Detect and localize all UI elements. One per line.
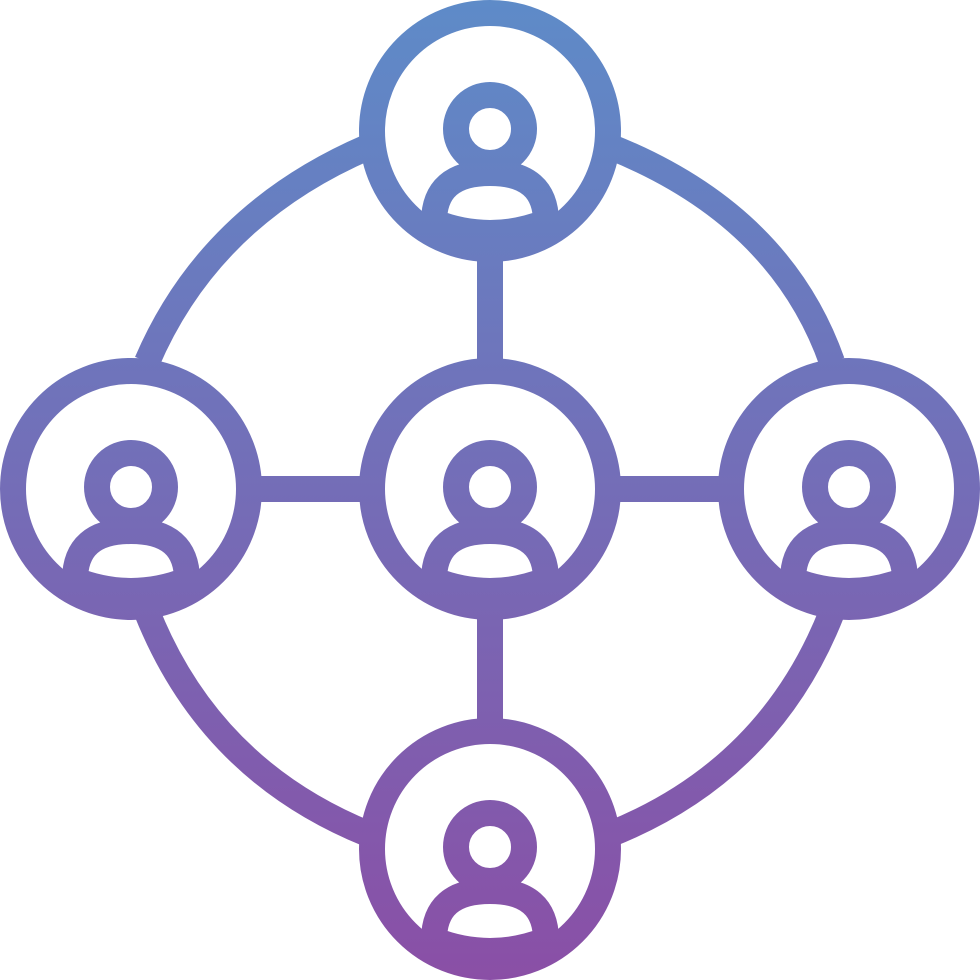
ring-arc-bottom-left xyxy=(134,607,373,847)
node-ring xyxy=(359,358,621,620)
user-body-icon xyxy=(421,160,559,246)
user-body-icon xyxy=(421,518,559,604)
user-icon xyxy=(421,800,559,964)
node-ring xyxy=(718,358,980,620)
node-ring xyxy=(359,0,621,262)
ring-arc-right-bottom xyxy=(606,607,845,847)
user-icon xyxy=(780,440,918,604)
node-bottom xyxy=(359,718,621,980)
node-ring xyxy=(359,718,621,980)
user-icon xyxy=(62,440,200,604)
ring-arc-top-right xyxy=(606,134,845,367)
node-right xyxy=(718,358,980,620)
user-body-icon xyxy=(780,518,918,604)
user-icon xyxy=(421,440,559,604)
user-body-icon xyxy=(421,878,559,964)
user-body-icon xyxy=(62,518,200,604)
node-center xyxy=(359,358,621,620)
node-ring xyxy=(0,358,262,620)
ring-arc-left-top xyxy=(135,135,374,368)
node-left xyxy=(0,358,262,620)
node-top xyxy=(359,0,621,262)
user-icon xyxy=(421,82,559,246)
